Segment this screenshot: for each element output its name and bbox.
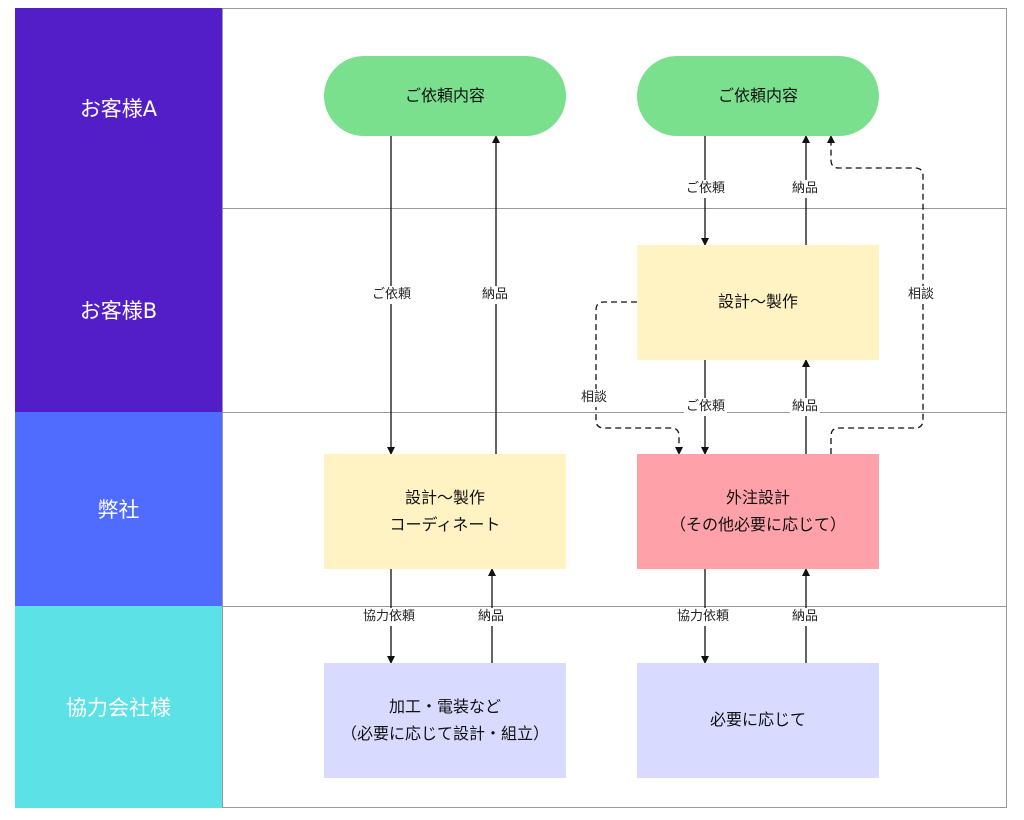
lane-area-border <box>222 8 1007 808</box>
lane-label-company: 弊社 <box>15 412 222 606</box>
swimlane-diagram: お客様A お客様B 弊社 協力会社様 <box>15 8 1007 808</box>
request-terminal-left: ご依頼内容 <box>324 56 566 136</box>
edge-label-right-partner-request: 協力依頼 <box>675 608 732 626</box>
edge-label-right-top-request: ご依頼 <box>684 180 728 198</box>
customer-b-design-box: 設計～製作 <box>637 245 879 360</box>
edge-label-left-partner-delivery: 納品 <box>476 608 507 626</box>
edge-label-left-request: ご依頼 <box>370 286 414 304</box>
edge-label-consult-outer: 相談 <box>906 286 937 304</box>
arrow-consult-inner <box>595 298 683 455</box>
partner-as-needed-box: 必要に応じて <box>637 663 879 778</box>
edge-label-right-mid-request: ご依頼 <box>684 398 728 416</box>
company-outsource-box: 外注設計 （その他必要に応じて） <box>637 454 879 569</box>
lane-separator-3 <box>222 606 1007 607</box>
edge-label-left-partner-request: 協力依頼 <box>361 608 418 626</box>
edge-label-right-partner-delivery: 納品 <box>790 608 821 626</box>
company-coordinate-box: 設計～製作 コーディネート <box>324 454 566 569</box>
lane-label-customer-b: お客様B <box>15 208 222 412</box>
lane-separator-2 <box>222 412 1007 413</box>
edge-label-right-top-delivery: 納品 <box>790 180 821 198</box>
lane-separator-1 <box>222 208 1007 209</box>
lane-label-partner: 協力会社様 <box>15 606 222 808</box>
lane-label-customer-a: お客様A <box>15 8 222 208</box>
edge-label-consult-inner: 相談 <box>579 389 610 407</box>
request-terminal-right: ご依頼内容 <box>637 56 879 136</box>
edge-label-right-mid-delivery: 納品 <box>790 398 821 416</box>
partner-processing-box: 加工・電装など （必要に応じて設計・組立） <box>324 663 566 778</box>
edge-label-left-delivery: 納品 <box>480 286 511 304</box>
